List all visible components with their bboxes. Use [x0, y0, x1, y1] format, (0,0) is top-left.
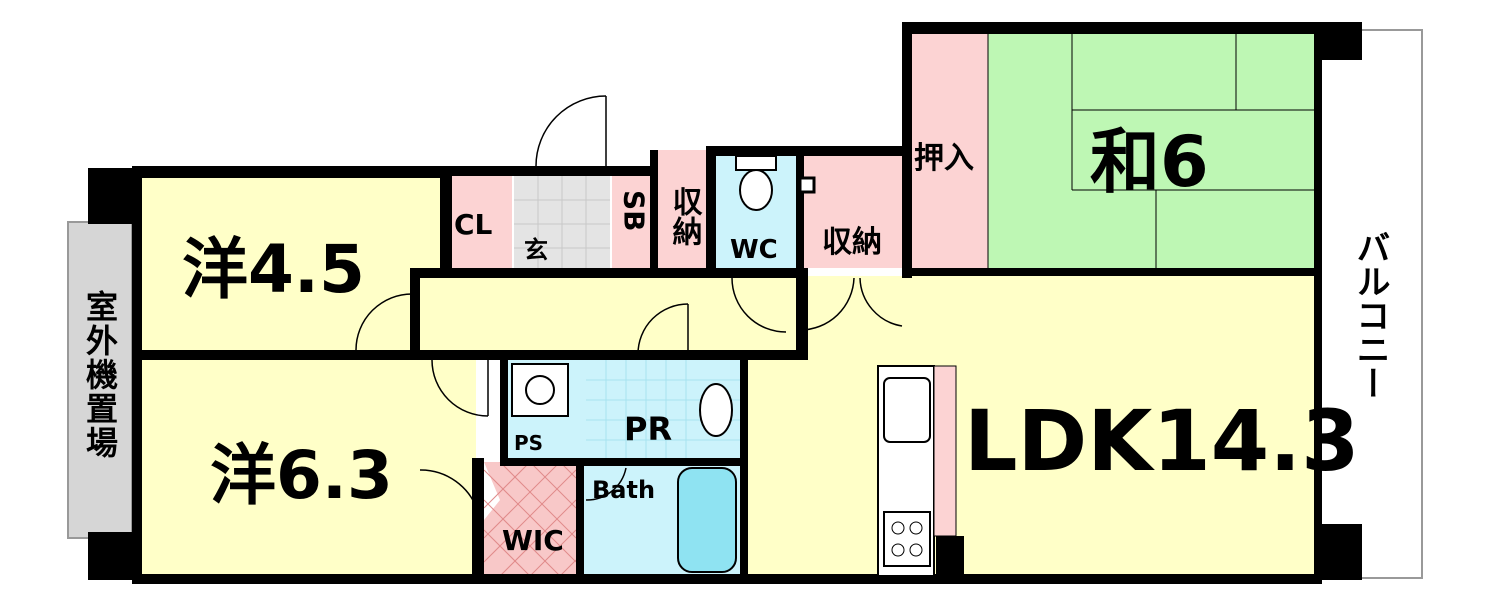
- doors: [355, 95, 903, 513]
- label-japanese: 和6: [1090, 121, 1209, 203]
- label-closet: CL: [454, 208, 493, 241]
- room-shoe-box: [612, 176, 654, 268]
- room-storage-1: [656, 150, 714, 268]
- label-toilet: WC: [730, 235, 778, 265]
- bathtub: [677, 467, 737, 573]
- walls: [88, 22, 1362, 584]
- label-balcony: バルコニー: [1350, 230, 1390, 400]
- label-pipe-space: PS: [514, 431, 543, 455]
- label-western-small: 洋4.5: [182, 231, 365, 308]
- label-storage-2: 収納: [822, 225, 882, 260]
- label-outdoor-unit: 室外機置場: [81, 289, 119, 460]
- outdoor-unit-area: [67, 221, 133, 539]
- entrance-tiles: [514, 176, 610, 268]
- wic-hatch: [483, 461, 577, 577]
- room-japanese: [988, 32, 1314, 268]
- label-bath: Bath: [592, 476, 655, 504]
- kitchen-counter: [877, 365, 957, 577]
- room-storage-2: [798, 150, 904, 268]
- room-western-6-3: [138, 360, 476, 576]
- washer-pan: [511, 363, 569, 417]
- label-shoe-box: SB: [618, 190, 651, 232]
- tatami-lines: [987, 32, 1314, 268]
- room-western-4-5: [138, 176, 444, 354]
- balcony-area: [1317, 29, 1423, 579]
- label-entrance: 玄: [524, 236, 548, 264]
- washbasin: [699, 383, 733, 437]
- column-marker: [798, 176, 816, 194]
- room-wic: [484, 462, 576, 576]
- corridor: [414, 272, 798, 354]
- label-powder-room: PR: [624, 410, 672, 448]
- room-closet: [446, 176, 512, 268]
- label-western-large: 洋6.3: [210, 437, 393, 514]
- label-storage-1: 収納: [667, 186, 703, 246]
- label-wic: WIC: [502, 524, 564, 557]
- toilet-fixture: [735, 155, 777, 211]
- label-ldk: LDK14.3: [964, 392, 1360, 490]
- label-oshiire: 押入: [914, 141, 974, 176]
- room-oshiire: [910, 32, 988, 268]
